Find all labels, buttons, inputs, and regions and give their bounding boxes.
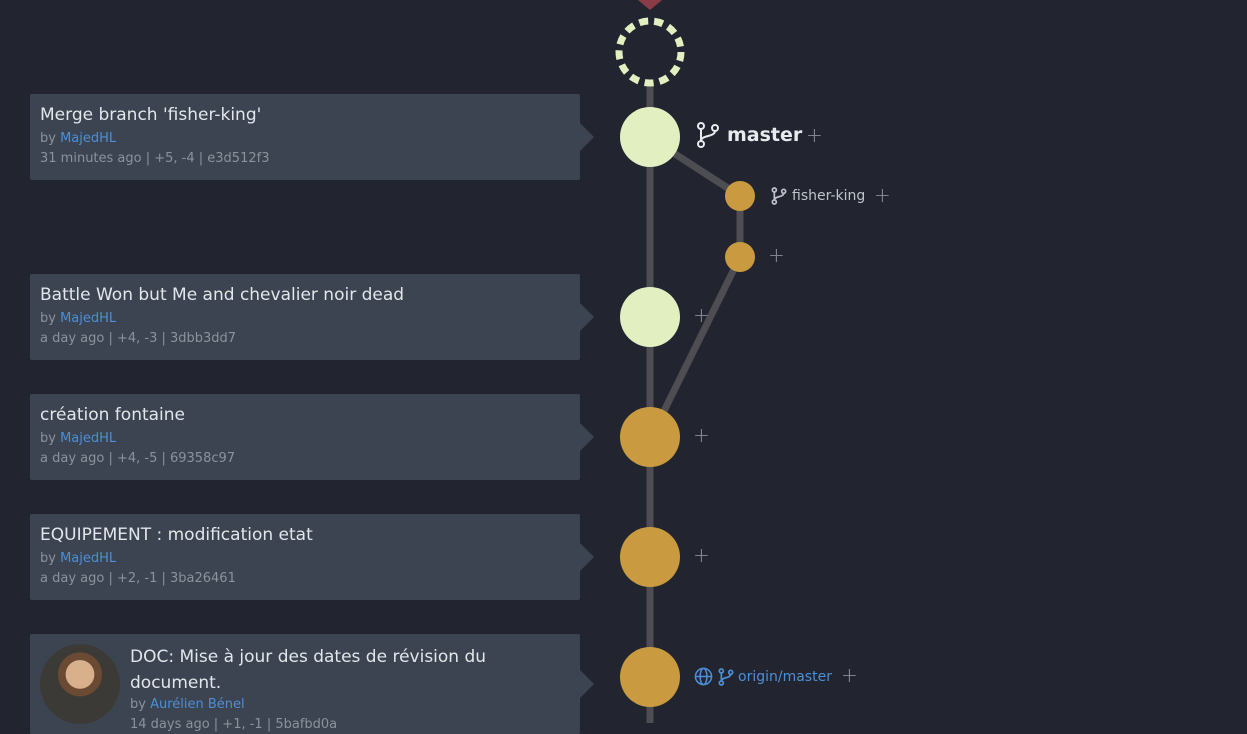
commit-node[interactable] [620, 407, 680, 467]
commit-title: création fontaine [40, 405, 186, 425]
author-link[interactable]: Aurélien Bénel [150, 697, 245, 712]
add-tag-button[interactable]: + [693, 543, 710, 567]
branch-label-fisher-king[interactable]: fisher-king [771, 187, 865, 205]
branch-label-origin-master[interactable]: origin/master [694, 667, 832, 686]
commit-card[interactable]: EQUIPEMENT : modification etat by MajedH… [30, 514, 580, 600]
commit-card[interactable]: DOC: Mise à jour des dates de révision d… [30, 634, 580, 734]
commit-node[interactable] [725, 242, 755, 272]
commit-meta: 31 minutes ago | +5, -4 | e3d512f3 [40, 151, 270, 166]
commit-node[interactable] [620, 647, 680, 707]
commit-byline: by MajedHL [40, 311, 116, 326]
commit-node[interactable] [620, 287, 680, 347]
branch-name[interactable]: master [727, 124, 803, 146]
by-label: by [130, 697, 146, 712]
commit-title: Battle Won but Me and chevalier noir dea… [40, 285, 405, 305]
avatar [40, 644, 120, 724]
branch-label-master[interactable]: master [696, 122, 802, 148]
commit-byline: by MajedHL [40, 431, 116, 446]
add-tag-button[interactable]: + [768, 243, 785, 267]
by-label: by [40, 131, 56, 146]
commit-card[interactable]: Battle Won but Me and chevalier noir dea… [30, 274, 580, 360]
author-link[interactable]: MajedHL [60, 551, 117, 566]
add-tag-button[interactable]: + [693, 423, 710, 447]
commit-node[interactable] [620, 527, 680, 587]
by-label: by [40, 431, 56, 446]
working-copy-node[interactable] [615, 17, 685, 87]
commit-node[interactable] [725, 181, 755, 211]
add-tag-button[interactable]: + [693, 303, 710, 327]
commit-card[interactable]: Merge branch 'fisher-king' by MajedHL 31… [30, 94, 580, 180]
author-link[interactable]: MajedHL [60, 131, 117, 146]
commit-title: Merge branch 'fisher-king' [40, 105, 262, 125]
author-link[interactable]: MajedHL [60, 431, 117, 446]
branch-name[interactable]: origin/master [738, 668, 832, 685]
commit-byline: by MajedHL [40, 551, 116, 566]
commit-byline: by Aurélien Bénel [130, 697, 245, 712]
branch-icon [771, 187, 787, 205]
branch-line [658, 255, 744, 417]
commit-byline: by MajedHL [40, 131, 116, 146]
commit-title: EQUIPEMENT : modification etat [40, 525, 313, 545]
author-link[interactable]: MajedHL [60, 311, 117, 326]
commit-card[interactable]: création fontaine by MajedHL a day ago |… [30, 394, 580, 480]
by-label: by [40, 551, 56, 566]
commit-meta: a day ago | +4, -3 | 3dbb3dd7 [40, 331, 237, 346]
commit-meta: 14 days ago | +1, -1 | 5bafbd0a [130, 717, 338, 732]
commit-node[interactable] [620, 107, 680, 167]
branch-icon [718, 667, 734, 686]
by-label: by [40, 311, 56, 326]
commit-title: DOC: Mise à jour des dates de révision d… [130, 647, 487, 693]
add-tag-button[interactable]: + [806, 123, 823, 147]
branch-icon [697, 122, 719, 148]
add-tag-button[interactable]: + [841, 663, 858, 687]
head-marker [638, 0, 662, 10]
commit-meta: a day ago | +4, -5 | 69358c97 [40, 451, 236, 466]
commit-meta: a day ago | +2, -1 | 3ba26461 [40, 571, 236, 586]
globe-icon [694, 667, 713, 686]
add-tag-button[interactable]: + [874, 183, 891, 207]
branch-name[interactable]: fisher-king [792, 188, 866, 204]
